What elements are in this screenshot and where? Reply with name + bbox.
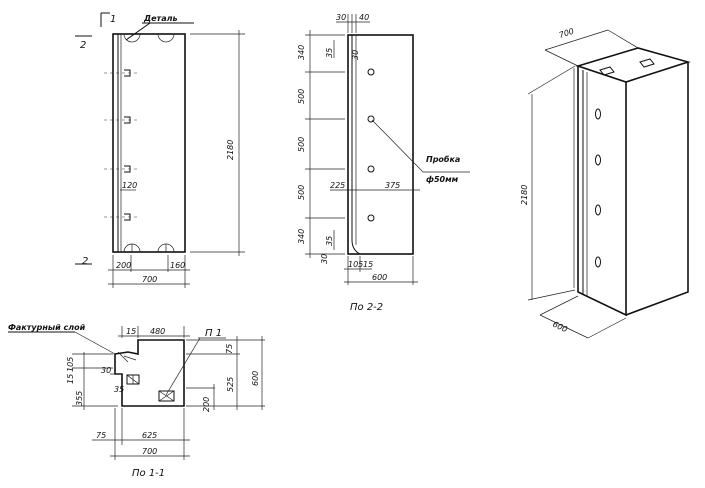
plan-dim-525: 525 (226, 377, 235, 392)
side-dim-35-bot: 35 (325, 236, 334, 246)
iso-right-face (625, 62, 689, 316)
section-2-2-title: По 2-2 (350, 302, 383, 313)
plan-section-1-1: Фактурный слой П 1 15 480 75 200 525 (8, 323, 265, 479)
plan-dim-625: 625 (142, 431, 157, 440)
iso-height-dim: 2180 (520, 185, 529, 205)
p1-label: П 1 (205, 328, 222, 339)
probka-diameter: ф50мм (426, 175, 459, 184)
side-total-width: 600 (372, 273, 387, 282)
detail-label: Деталь (143, 14, 178, 23)
plug-hole (367, 214, 375, 222)
facing-layer-label: Фактурный слой (8, 323, 86, 332)
probka-label: Пробка (426, 154, 460, 164)
plug-hole (367, 115, 375, 123)
plug-hole (367, 165, 375, 173)
side-h-500-b: 500 (297, 137, 306, 152)
side-h-340-bot: 340 (297, 229, 306, 244)
side-dim-30-bot: 30 (320, 254, 329, 264)
plan-dim-700: 700 (142, 447, 157, 456)
panel-front-outline (112, 33, 186, 253)
side-section-2-2: Пробка ф50мм 340 500 500 500 340 35 35 3… (297, 13, 470, 313)
plan-dim-35: 35 (114, 385, 124, 394)
iso-hole (595, 256, 601, 268)
plan-dim-355: 355 (75, 391, 84, 406)
iso-top-opening (639, 58, 655, 68)
plan-dim-480: 480 (150, 327, 165, 336)
iso-front-face (577, 66, 627, 317)
front-height-dim: 2180 (226, 140, 235, 160)
plug-hole (367, 68, 375, 76)
iso-top-face (575, 47, 691, 83)
plan-dim-15-left: 15 (66, 374, 75, 384)
front-right-dim: 160 (170, 261, 185, 270)
front-view: 1 2 2 Деталь 2180 200 160 700 120 (75, 12, 245, 288)
side-bot-15: 15 (363, 260, 373, 269)
iso-hole (595, 154, 601, 166)
section-mark-1: 1 (110, 14, 116, 25)
side-dim-35-top: 35 (325, 48, 334, 58)
lifting-loop-top-right (157, 33, 175, 43)
side-groove (351, 35, 361, 255)
iso-top-width: 700 (558, 27, 575, 40)
plug-leader (371, 119, 424, 173)
side-dim-225: 225 (330, 181, 345, 190)
side-top-30b: 30 (351, 50, 360, 60)
iso-hole (595, 204, 601, 216)
side-h-500-c: 500 (297, 185, 306, 200)
side-h-500-a: 500 (297, 89, 306, 104)
plan-dim-75-bot: 75 (96, 431, 106, 440)
side-top-40: 40 (359, 13, 369, 22)
plan-dim-200: 200 (202, 397, 211, 412)
side-top-30: 30 (336, 13, 346, 22)
iso-depth: 600 (551, 320, 569, 335)
plan-dim-600: 600 (251, 371, 260, 386)
side-h-340-top: 340 (297, 45, 306, 60)
front-left-dim: 200 (116, 261, 131, 270)
isometric-view: 2180 700 600 (520, 27, 691, 339)
iso-top-opening (599, 66, 615, 76)
plan-dim-30: 30 (101, 366, 111, 375)
plan-dim-75-top: 75 (225, 344, 234, 354)
section-1-1-title: По 1-1 (132, 468, 165, 479)
lifting-loop-top-left (123, 33, 141, 43)
section-mark-2-top: 2 (80, 40, 86, 51)
front-total-width: 700 (142, 275, 157, 284)
iso-hole (595, 108, 601, 120)
plan-dim-105: 105 (66, 357, 75, 372)
plan-dim-15: 15 (126, 327, 136, 336)
front-loop-dim: 120 (122, 181, 137, 190)
side-outline (347, 34, 414, 255)
section-mark-2-bottom: 2 (82, 256, 88, 267)
plan-anchor-p1 (158, 390, 175, 402)
side-dim-375: 375 (385, 181, 400, 190)
side-bot-105: 105 (348, 260, 363, 269)
